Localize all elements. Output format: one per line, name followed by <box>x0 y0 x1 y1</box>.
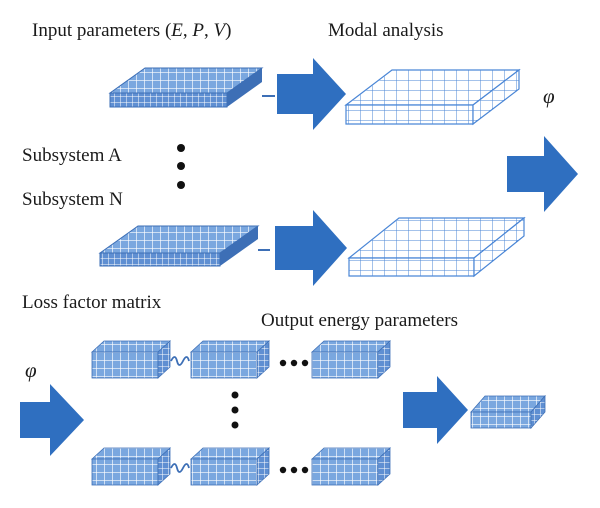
ellipsis-dots-icon <box>279 359 309 367</box>
mesh-icon <box>90 447 172 486</box>
param-p: P <box>192 20 204 41</box>
ellipsis-dots-icon <box>279 466 309 474</box>
block-row-top <box>90 340 392 379</box>
block-row-bottom <box>90 447 392 486</box>
spring-icon <box>170 463 190 473</box>
phi-bottom-label: φ <box>25 358 37 382</box>
mesh-icon <box>189 447 271 486</box>
arrow-right-icon <box>403 376 468 444</box>
param-v: V <box>213 20 226 41</box>
phi-top-label: φ <box>543 84 555 108</box>
arrow-right-icon <box>507 136 578 212</box>
spring-icon <box>170 356 190 366</box>
subsystem-n-label: Subsystem N <box>22 189 123 210</box>
modal-analysis-label: Modal analysis <box>328 20 444 41</box>
input-suffix: ) <box>225 20 232 41</box>
sep-2: , <box>204 20 214 41</box>
output-energy-label: Output energy parameters <box>261 310 458 331</box>
arrow-right-icon <box>275 210 347 286</box>
input-prefix: Input parameters ( <box>32 20 172 41</box>
mesh-icon <box>90 340 172 379</box>
plate-icon <box>98 225 270 267</box>
plate-icon <box>108 67 275 108</box>
loss-factor-matrix-label: Loss factor matrix <box>22 292 162 313</box>
arrow-right-icon <box>277 58 346 130</box>
arrow-right-icon <box>20 384 84 456</box>
mesh-icon <box>470 394 546 430</box>
param-e: E <box>171 20 183 41</box>
sep-1: , <box>182 20 193 41</box>
subsystem-a-label: Subsystem A <box>22 145 122 166</box>
ellipsis-dots-icon <box>177 144 185 189</box>
input-parameters-label: Input parameters (E, P, V) <box>32 21 231 40</box>
ellipsis-dots-icon <box>231 391 239 429</box>
mesh-icon <box>310 447 392 486</box>
mesh-icon <box>310 340 392 379</box>
mesh-icon <box>347 216 526 278</box>
mesh-icon <box>344 68 521 126</box>
mesh-icon <box>189 340 271 379</box>
